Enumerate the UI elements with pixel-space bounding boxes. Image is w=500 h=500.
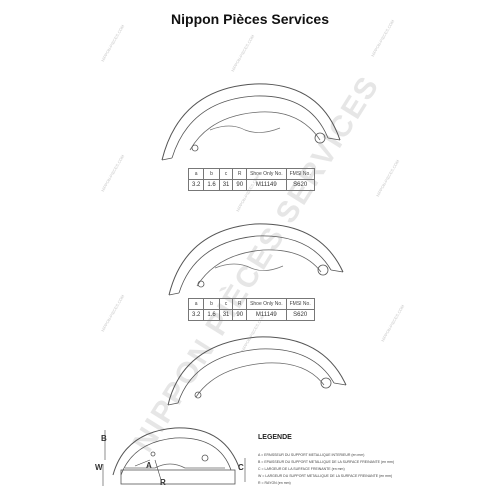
watermark-text: NIPPON-PIECES.COM <box>375 158 401 198</box>
table-cell: M11149 <box>246 179 287 191</box>
brake-shoe-drawing <box>161 83 341 161</box>
watermark-text: NIPPON-PIECES.COM <box>230 33 256 73</box>
legend-item: W = LARGEUR DU SUPPORT METALLIQUE DE LA … <box>258 474 393 478</box>
watermark-text: NIPPON-PIECES.COM <box>100 23 126 63</box>
table-header-cell: Shoe Only No. <box>246 168 287 180</box>
legend-item: B = EPAISSEUR DU SUPPORT METALLIQUE DE L… <box>258 460 394 464</box>
dimension-label-r: R <box>160 478 166 487</box>
table-cell: 3.2 <box>187 179 205 191</box>
table-header-cell: a <box>187 298 205 310</box>
table-cell: 31 <box>218 309 234 321</box>
legend-item: R = RAYON (en mm) <box>258 481 291 485</box>
spec-table: a b c R Shoe Only No. FMSI No. 3.2 1.6 3… <box>187 168 315 191</box>
table-cell: 3.2 <box>187 309 205 321</box>
table-cell: 31 <box>218 179 234 191</box>
spec-table: a b c R Shoe Only No. FMSI No. 3.2 1.6 3… <box>187 298 315 321</box>
table-cell: 90 <box>232 179 248 191</box>
dimension-label-a: A <box>146 461 152 470</box>
table-header-cell: a <box>187 168 205 180</box>
table-header-cell: R <box>232 298 248 310</box>
table-cell: S620 <box>285 309 315 321</box>
dimension-label-c: C <box>238 463 244 472</box>
legend-title: LEGENDE <box>258 434 292 441</box>
table-header-cell: R <box>232 168 248 180</box>
watermark-text: NIPPON-PIECES.COM <box>380 303 406 343</box>
table-header-cell: b <box>203 168 220 180</box>
dimension-diagram <box>102 427 246 486</box>
table-header-cell: c <box>218 298 234 310</box>
table-cell: M11149 <box>246 309 287 321</box>
table-header-cell: Shoe Only No. <box>246 298 287 310</box>
table-cell: 1.6 <box>203 309 220 321</box>
table-cell: 90 <box>232 309 248 321</box>
dimension-label-w: W <box>95 463 103 472</box>
dimension-label-b: B <box>101 434 107 443</box>
table-header-cell: FMSI No. <box>285 298 315 310</box>
watermark-text: NIPPON-PIECES.COM <box>100 293 126 333</box>
table-header-cell: FMSI No. <box>285 168 315 180</box>
watermark-text: NIPPON-PIECES.COM <box>100 153 126 193</box>
legend-item: A = EPAISSEUR DU SUPPORT METALLIQUE INTE… <box>258 453 365 457</box>
table-cell: S620 <box>285 179 315 191</box>
table-header-cell: c <box>218 168 234 180</box>
page-title: Nippon Pièces Services <box>171 11 329 27</box>
brake-shoe-drawing <box>168 223 344 296</box>
table-cell: 1.6 <box>203 179 220 191</box>
brake-shoe-drawing <box>167 336 347 406</box>
legend-item: C = LARGEUR DE LA SURFACE FREINANTE (en … <box>258 467 345 471</box>
table-header-cell: b <box>203 298 220 310</box>
